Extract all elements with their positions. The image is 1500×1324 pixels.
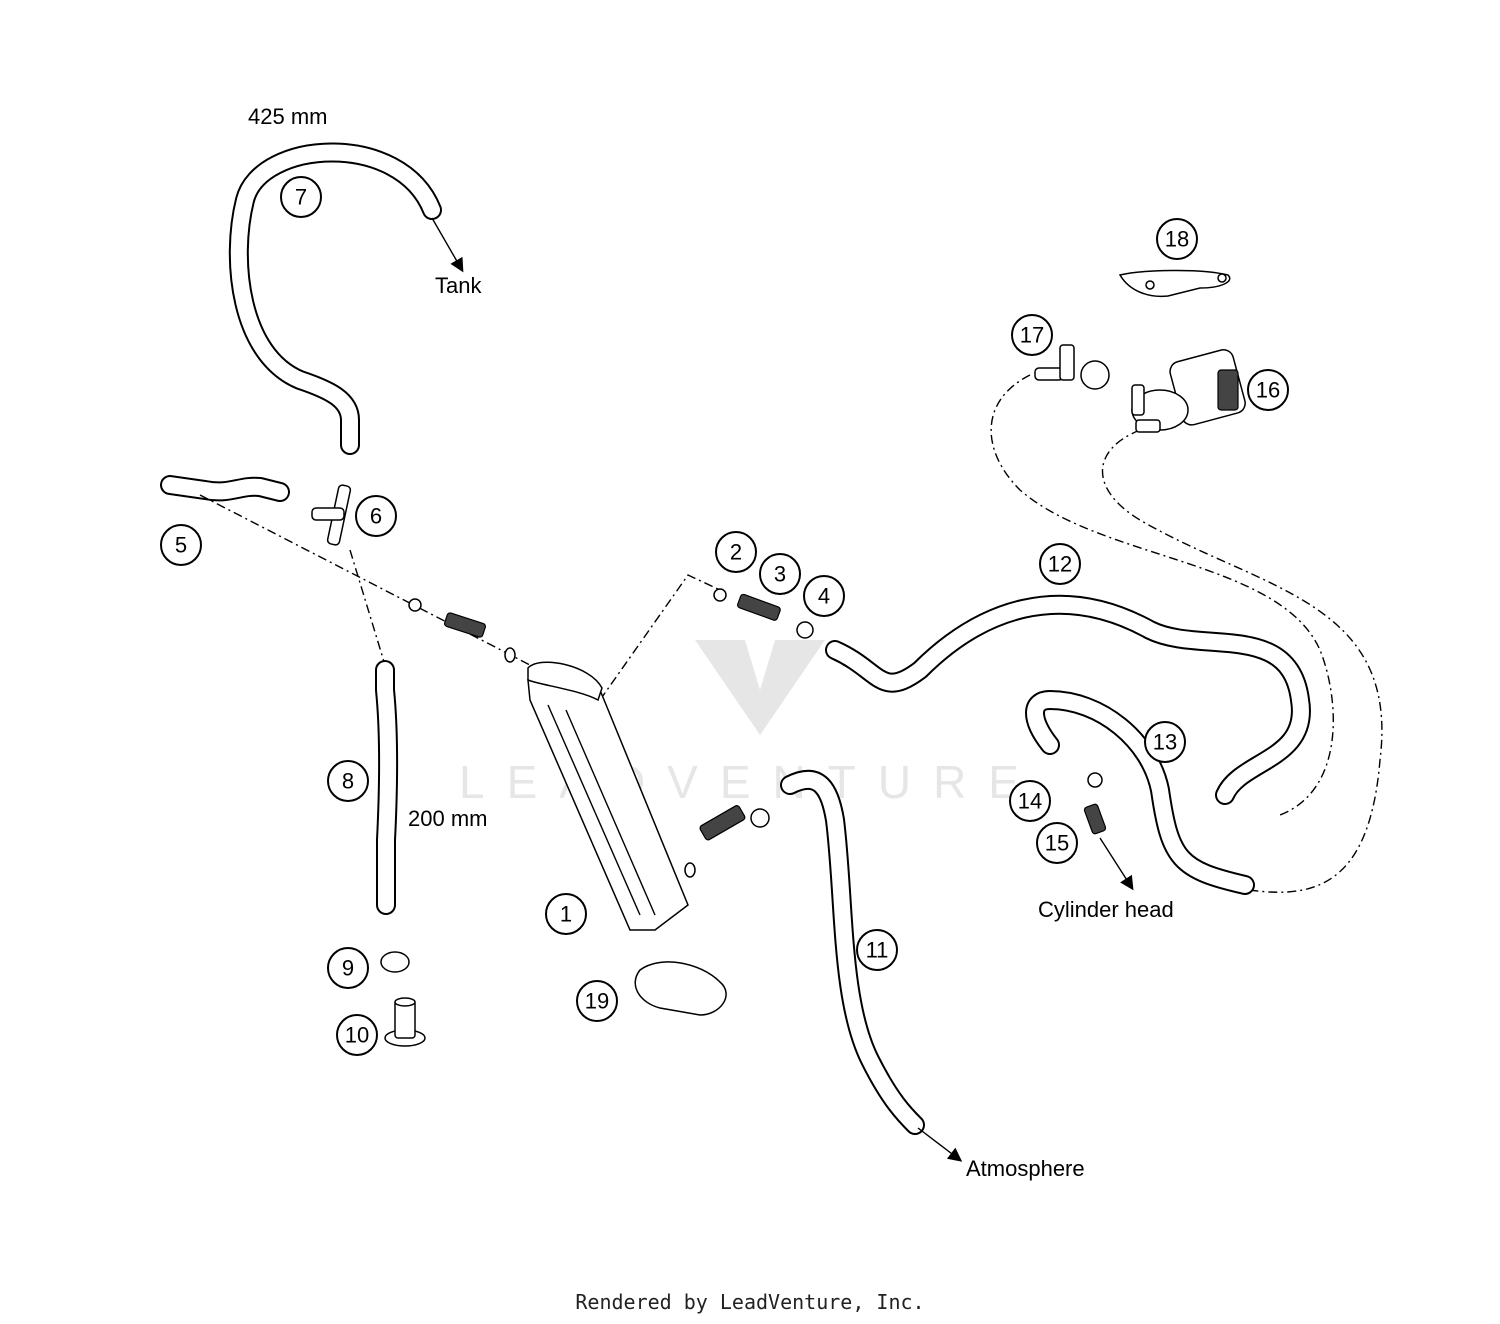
bracket-18 <box>1118 269 1231 298</box>
cylinder-head-label: Cylinder head <box>1038 897 1174 922</box>
callout-number: 19 <box>585 989 609 1014</box>
callout-number: 17 <box>1020 323 1044 348</box>
callout-7: 7 <box>280 176 322 218</box>
callout-18: 18 <box>1156 218 1198 260</box>
callout-2: 2 <box>715 531 757 573</box>
fitting-17 <box>1034 344 1110 390</box>
callout-number: 5 <box>175 533 187 558</box>
fittings-2-3-4 <box>713 588 814 639</box>
callout-17: 17 <box>1011 314 1053 356</box>
clamp-9 <box>380 951 410 973</box>
callout-number: 15 <box>1045 831 1069 856</box>
callout-number: 16 <box>1256 378 1280 403</box>
carbon-canister-1 <box>527 661 689 931</box>
valve-16 <box>1131 349 1246 433</box>
callout-number: 2 <box>730 540 742 565</box>
hose-7-length-label: 425 mm <box>248 104 327 129</box>
hose-11 <box>780 770 963 1162</box>
tank-label: Tank <box>435 273 482 298</box>
callout-number: 18 <box>1165 227 1189 252</box>
footer-credit: Rendered by LeadVenture, Inc. <box>575 1290 925 1314</box>
hose-8 <box>375 660 399 915</box>
callout-4: 4 <box>803 575 845 617</box>
hose-12 <box>825 594 1311 805</box>
callout-14: 14 <box>1009 780 1051 822</box>
hose-13 <box>1025 690 1255 895</box>
hose-5 <box>160 475 290 502</box>
callout-number: 10 <box>345 1023 369 1048</box>
callout-8: 8 <box>327 760 369 802</box>
callout-11: 11 <box>856 929 898 971</box>
fittings-near-canister <box>684 805 770 878</box>
callout-number: 12 <box>1048 552 1072 577</box>
tee-fitting-6 <box>311 484 352 546</box>
callout-number: 6 <box>370 504 382 529</box>
callout-1: 1 <box>545 893 587 935</box>
callout-12: 12 <box>1039 543 1081 585</box>
callout-13: 13 <box>1144 721 1186 763</box>
callout-19: 19 <box>576 980 618 1022</box>
fittings-14-15 <box>1083 772 1134 891</box>
watermark: LEADVENTURE <box>459 640 1041 808</box>
callout-10: 10 <box>336 1014 378 1056</box>
hose-8-length-label: 200 mm <box>408 806 487 831</box>
callout-9: 9 <box>327 947 369 989</box>
pad-19 <box>634 961 727 1016</box>
callout-number: 14 <box>1018 789 1042 814</box>
callout-number: 13 <box>1153 730 1177 755</box>
fitting-group <box>408 598 516 663</box>
callout-number: 1 <box>560 902 572 927</box>
callout-3: 3 <box>759 553 801 595</box>
callout-number: 7 <box>295 185 307 210</box>
callout-number: 11 <box>866 938 889 963</box>
connection-lines <box>199 374 1383 893</box>
callout-number: 3 <box>774 562 786 587</box>
cap-10 <box>384 997 426 1047</box>
atmosphere-label: Atmosphere <box>966 1156 1085 1181</box>
callout-number: 9 <box>342 956 354 981</box>
callout-15: 15 <box>1036 822 1078 864</box>
callout-number: 8 <box>342 769 354 794</box>
callout-16: 16 <box>1247 369 1289 411</box>
hose-7 <box>228 142 464 455</box>
callout-6: 6 <box>355 495 397 537</box>
callout-number: 4 <box>818 584 830 609</box>
callout-5: 5 <box>160 524 202 566</box>
watermark-text: LEADVENTURE <box>459 756 1041 808</box>
